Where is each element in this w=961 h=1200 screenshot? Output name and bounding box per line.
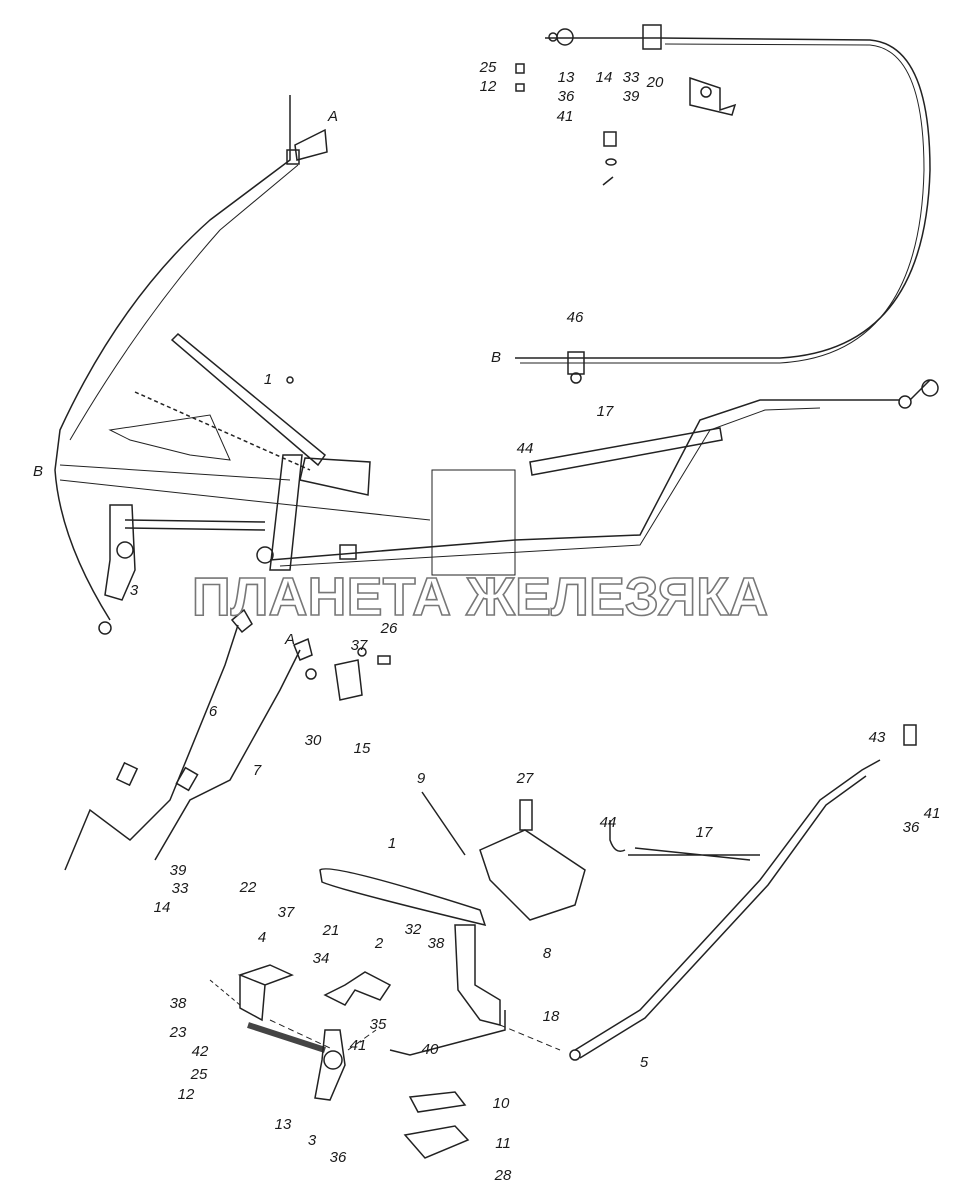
part-label: 13 (274, 1116, 292, 1133)
part-label: 3 (307, 1132, 317, 1149)
part-label: 12 (479, 78, 497, 95)
nut-12 (515, 83, 525, 92)
part-label: 43 (868, 729, 886, 746)
part-label: 36 (329, 1149, 347, 1166)
part-label: 21 (322, 922, 340, 939)
part-label: 42 (191, 1043, 209, 1060)
cable-bracket (642, 24, 662, 50)
bolt-25 (515, 63, 525, 74)
part-label: 10 (492, 1095, 510, 1112)
pedal-bracket (269, 454, 303, 571)
part-label: 41 (923, 805, 941, 822)
part-label: 4 (257, 929, 267, 946)
part-label: 39 (622, 88, 640, 105)
cable-6 (64, 624, 239, 871)
part-label: 28 (494, 1167, 512, 1184)
part-label: 25 (479, 59, 497, 76)
part-label: 5 (639, 1054, 649, 1071)
part-label: 41 (556, 108, 574, 125)
watermark: ПЛАНЕТА ЖЕЛЕЗЯКА (191, 567, 769, 627)
part-label: 22 (239, 879, 257, 896)
part-label: 3 (129, 582, 139, 599)
hand-knob (294, 128, 328, 161)
part-label: 33 (622, 69, 640, 86)
part-label: 20 (646, 74, 664, 91)
part-label: 27 (516, 770, 534, 787)
part-label: 37 (350, 637, 368, 654)
part-label: 11 (495, 1135, 511, 1152)
pedal-pad (319, 868, 487, 927)
part-label: 8 (542, 945, 552, 962)
part-label: 40 (421, 1041, 439, 1058)
part-label: 38 (169, 995, 187, 1012)
linkage-rod (269, 399, 900, 561)
part-label: 36 (557, 88, 575, 105)
hook-44 (609, 820, 626, 852)
pin-43 (903, 724, 917, 746)
part-label: 13 (557, 69, 575, 86)
part-label: 36 (902, 819, 920, 836)
part-label: 7 (252, 762, 262, 779)
plate-15 (334, 659, 363, 701)
cable-7 (154, 649, 301, 861)
plate-11 (403, 1125, 470, 1159)
part-label: 1 (263, 371, 273, 388)
part-label: 26 (380, 620, 398, 637)
handle (909, 379, 931, 401)
clamp-46 (567, 351, 585, 375)
lever-3 (104, 504, 136, 601)
part-label: 34 (312, 950, 330, 967)
part-label: 25 (190, 1066, 208, 1083)
part-label: 37 (277, 904, 295, 921)
lever-3b (314, 1029, 346, 1101)
bracket-4 (237, 964, 294, 1022)
spring-17b (628, 847, 760, 861)
rod-5 (574, 759, 881, 1051)
part-label: 44 (599, 814, 617, 831)
part-label: 38 (427, 935, 445, 952)
part-label: 14 (595, 69, 613, 86)
view-mark: B (490, 349, 502, 366)
cover-8 (479, 829, 586, 921)
part-label: 18 (542, 1008, 560, 1025)
cable-ball-end (556, 28, 574, 46)
part-label: 17 (695, 824, 713, 841)
spring-17 (529, 427, 723, 476)
part-label: 15 (353, 740, 371, 757)
part-label: 6 (208, 703, 218, 720)
part-label: 35 (369, 1016, 387, 1033)
throttle-cable (515, 37, 931, 359)
part-label: 23 (169, 1024, 187, 1041)
pin-41 (602, 131, 617, 186)
view-mark: A (284, 631, 296, 648)
view-mark: A (327, 108, 339, 125)
plate-10 (408, 1091, 467, 1113)
panel (431, 469, 516, 576)
part-label: 17 (596, 403, 614, 420)
rod-9 (421, 791, 466, 856)
hand-throttle-cable (54, 95, 291, 621)
part-label: 30 (304, 732, 322, 749)
pedal-arm (454, 924, 501, 1026)
pin-axle (247, 1022, 326, 1053)
part-label: 9 (416, 770, 426, 787)
rod-18 (389, 1010, 506, 1056)
part-label: 46 (566, 309, 584, 326)
part-label: 32 (404, 921, 422, 938)
view-mark: B (32, 463, 44, 480)
part-label: 14 (153, 899, 171, 916)
part-label: 2 (374, 935, 384, 952)
part-label: 1 (387, 835, 397, 852)
part-label: 12 (177, 1086, 195, 1103)
bolt-27 (519, 799, 533, 831)
part-label: 33 (171, 880, 189, 897)
part-label: 39 (169, 862, 187, 879)
bracket-2 (323, 971, 392, 1006)
part-label: 41 (349, 1037, 367, 1054)
mounting-bracket-20 (689, 76, 737, 116)
pedal-1 (170, 332, 327, 467)
part-label: 44 (516, 440, 534, 457)
